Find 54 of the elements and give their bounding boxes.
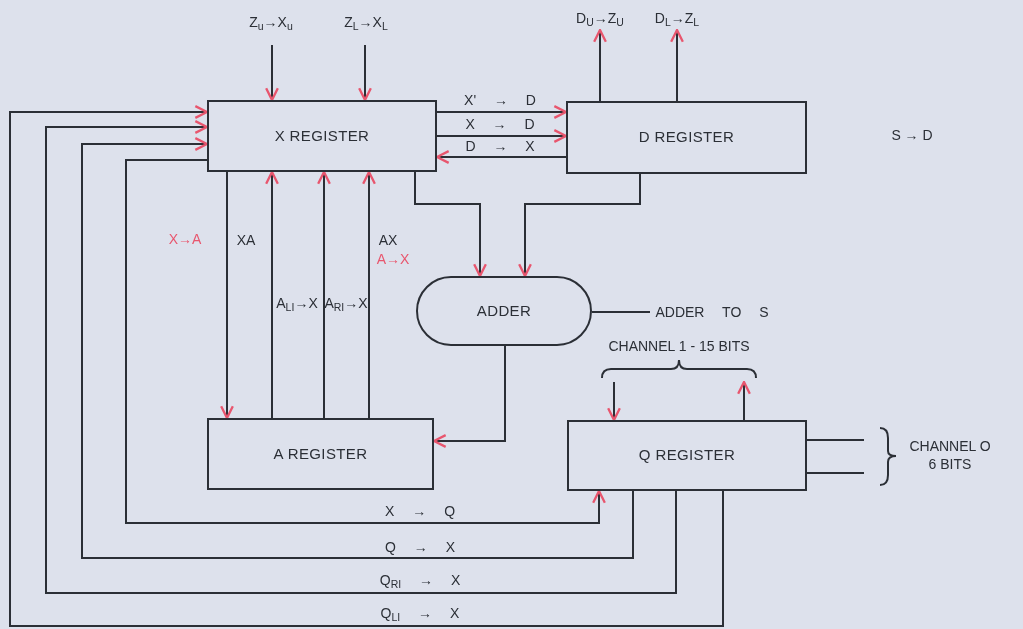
register-box <box>207 418 434 490</box>
arrow <box>414 171 487 278</box>
register-label: ADDER <box>476 300 532 321</box>
text-label: CHANNEL O 6 BITS <box>908 438 992 473</box>
edge-label: X → D <box>465 117 535 131</box>
edge-label: Q → X <box>385 540 455 554</box>
edge-label: A$_{LI}$→X <box>276 296 318 310</box>
register-box <box>207 100 437 172</box>
arrow <box>518 173 641 278</box>
arrow <box>45 120 677 594</box>
line <box>806 472 865 474</box>
arrow <box>220 171 234 420</box>
edge-label: Z$_{u}$→X$_{u}$ <box>249 15 293 29</box>
arrow <box>265 170 279 419</box>
annotation: A→X <box>376 251 410 269</box>
arrow <box>125 159 606 524</box>
edge-label: D → X <box>465 139 535 153</box>
line <box>806 439 865 441</box>
edge-label: D$_{U}$→Z$_{U}$ <box>576 11 624 25</box>
arrow <box>436 129 568 143</box>
register-box <box>566 101 807 174</box>
line <box>591 311 651 313</box>
arrow <box>317 170 331 419</box>
edge-label: ADDER TO S <box>655 305 769 319</box>
edge-label: XA <box>236 233 256 247</box>
arrow <box>435 150 567 164</box>
text-label: S → D <box>891 127 933 145</box>
edge-label: AX <box>378 233 398 247</box>
adder-shape <box>416 276 592 346</box>
arrow <box>737 380 751 421</box>
text-label: CHANNEL 1 - 15 BITS <box>607 338 751 356</box>
edge-label: D$_{L}$→Z$_{L}$ <box>654 11 700 25</box>
edge-label: X → Q <box>385 504 456 518</box>
edge-label: X' → D <box>464 93 536 107</box>
register-box <box>567 420 807 491</box>
arrow <box>362 170 376 419</box>
arrow <box>436 105 568 119</box>
register-label: Q REGISTER <box>638 445 736 466</box>
arrow <box>358 44 372 102</box>
arrow <box>81 137 634 559</box>
arrow <box>265 44 279 102</box>
register-label: A REGISTER <box>273 443 368 464</box>
arrow <box>432 345 506 448</box>
annotation: X→A <box>168 231 202 249</box>
arrow <box>593 28 607 102</box>
arrow <box>670 28 684 102</box>
register-label: X REGISTER <box>274 125 370 146</box>
register-label: D REGISTER <box>638 127 735 148</box>
edge-label: Z$_{L}$→X$_{L}$ <box>344 15 388 29</box>
edge-label: Q$_{RI}$ → X <box>379 573 461 587</box>
arrow <box>607 381 621 422</box>
edge-label: A$_{RI}$→X <box>324 296 368 310</box>
edge-label: Q$_{LI}$ → X <box>380 606 460 620</box>
arrow <box>9 105 724 627</box>
